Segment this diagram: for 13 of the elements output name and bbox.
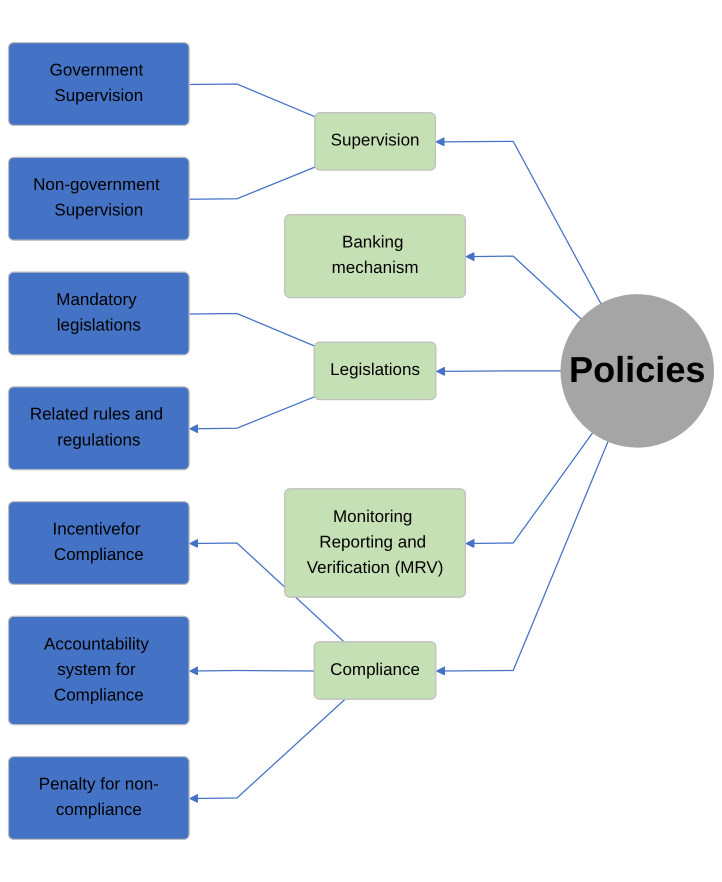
arrow xyxy=(189,396,316,434)
connector xyxy=(190,166,316,200)
arrow xyxy=(436,137,602,304)
arrow xyxy=(189,666,315,676)
connector xyxy=(190,83,316,118)
node-circle: Policies xyxy=(560,294,714,448)
arrow xyxy=(466,432,594,548)
arrow xyxy=(436,366,561,376)
arrow xyxy=(466,252,582,320)
connector xyxy=(190,312,316,347)
arrow xyxy=(436,441,609,676)
arrow xyxy=(189,538,345,643)
arrow xyxy=(189,699,345,804)
